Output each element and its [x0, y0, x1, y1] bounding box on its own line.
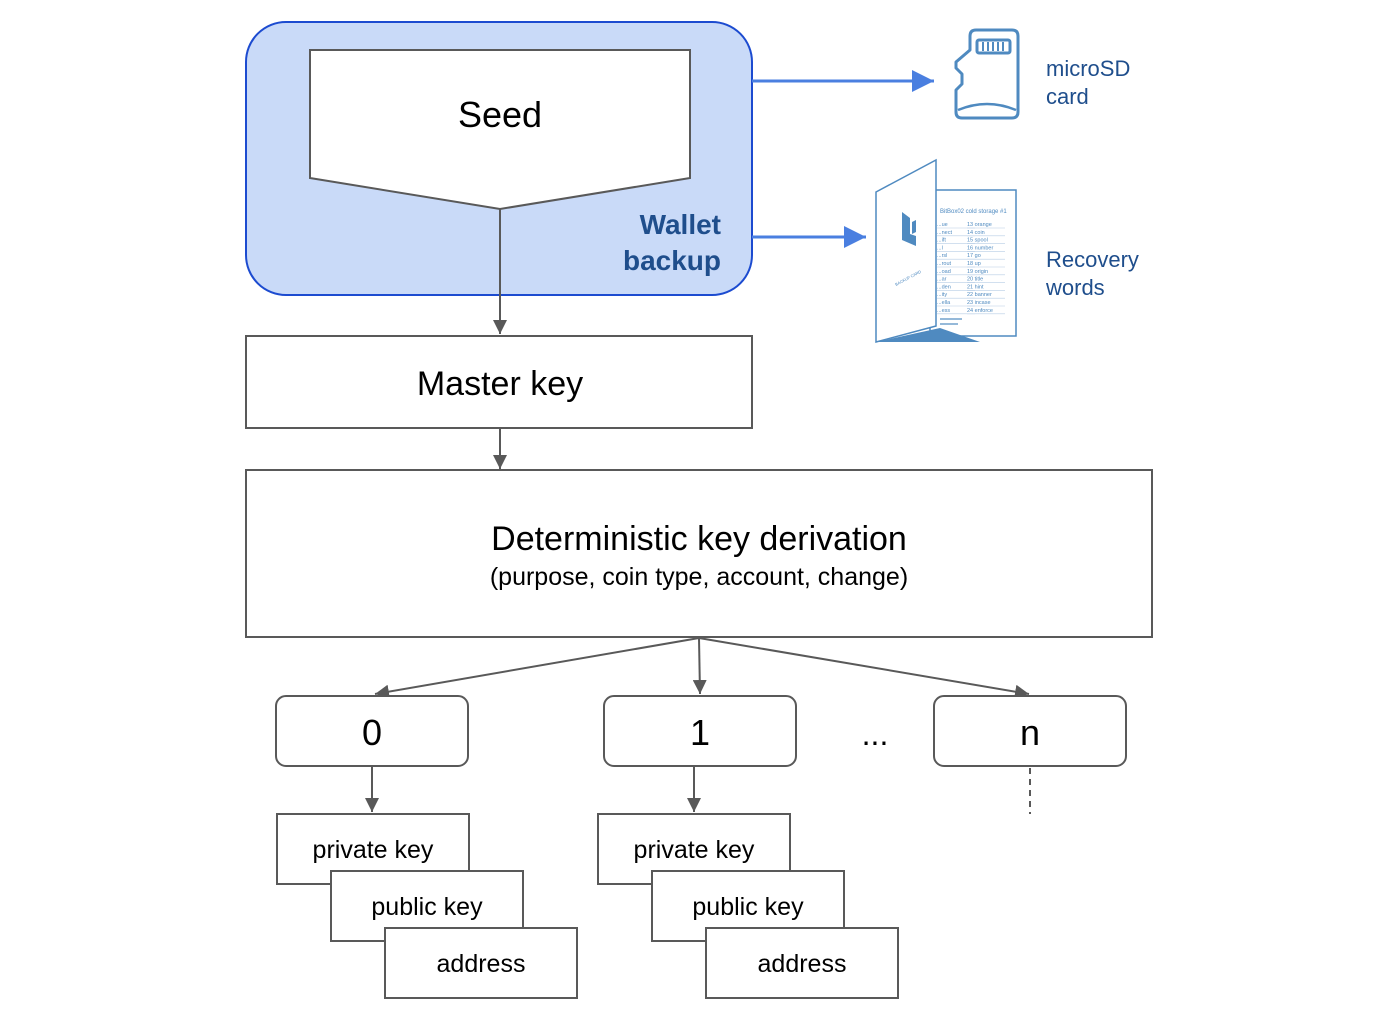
recovery-card-icon: BACKUP CARD BitBox02 cold storage #1 ...…: [875, 158, 1017, 343]
master-key-box: [245, 335, 753, 429]
address-label: address: [437, 950, 526, 978]
derivation-to-1-arrow: [692, 637, 707, 695]
recovery-word: ...ar: [937, 277, 947, 283]
index-box-n: [933, 695, 1127, 767]
seed-shape: [309, 49, 691, 211]
seed-label: Seed: [458, 94, 542, 135]
microsd-label-line2: card: [1046, 84, 1089, 109]
key-stack-0: private key public key address: [276, 813, 578, 999]
recovery-word: ...ella: [937, 300, 951, 306]
recovery-word: ...ue: [937, 222, 948, 228]
index-label-1: 1: [690, 712, 710, 753]
private-key-label: private key: [634, 836, 755, 864]
recovery-word: 22 banner: [967, 292, 992, 298]
index-label-n: n: [1020, 712, 1040, 753]
recovery-word: ...rout: [937, 261, 952, 267]
recovery-label-line2: words: [1045, 275, 1105, 300]
address-box: [384, 927, 578, 999]
wallet-backup-label-line2: backup: [623, 245, 721, 276]
recovery-word: ...l: [937, 245, 943, 251]
index-label-0: 0: [362, 712, 382, 753]
recovery-word: 17 go: [967, 253, 981, 259]
index-ellipsis: ...: [862, 716, 889, 752]
recovery-word: 19 origin: [967, 269, 988, 275]
recovery-word: 18 up: [967, 261, 981, 267]
public-key-label: public key: [692, 893, 804, 921]
microsd-label-line1: microSD: [1046, 56, 1130, 81]
recovery-word: 20 title: [967, 277, 983, 283]
recovery-word: 14 coin: [967, 230, 985, 236]
index-box-1: [603, 695, 797, 767]
recovery-word: ...ift: [937, 238, 946, 244]
microsd-card-icon: [954, 28, 1020, 120]
wallet-backup-label-line1: Wallet: [640, 209, 721, 240]
derivation-box: [245, 469, 1153, 638]
recovery-word: ...nect: [937, 230, 952, 236]
recovery-label-line1: Recovery: [1046, 247, 1139, 272]
recovery-word: 13 orange: [967, 222, 992, 228]
recovery-word: ...den: [937, 284, 951, 290]
master-key-label: Master key: [417, 365, 583, 403]
private-key-label: private key: [313, 836, 434, 864]
recovery-word: 23 incase: [967, 300, 991, 306]
derivation-to-0-arrow: [374, 637, 700, 699]
address-box: [705, 927, 899, 999]
recovery-word: ...ess: [937, 308, 950, 314]
recovery-word: 15 spool: [967, 238, 988, 244]
recovery-word: ...oad: [937, 269, 951, 275]
recovery-word: 21 hint: [967, 284, 984, 290]
public-key-label: public key: [371, 893, 483, 921]
address-label: address: [758, 950, 847, 978]
key-stack-1: private key public key address: [597, 813, 899, 999]
recovery-word: 16 number: [967, 245, 993, 251]
derivation-title: Deterministic key derivation: [491, 520, 907, 558]
derivation-subtitle: (purpose, coin type, account, change): [490, 563, 908, 591]
recovery-word: ...ity: [937, 292, 947, 298]
derivation-to-n-arrow: [698, 637, 1030, 699]
recovery-word: ...rsl: [937, 253, 947, 259]
recovery-card-title: BitBox02 cold storage #1: [940, 209, 1007, 215]
recovery-word: 24 enforce: [967, 308, 993, 314]
